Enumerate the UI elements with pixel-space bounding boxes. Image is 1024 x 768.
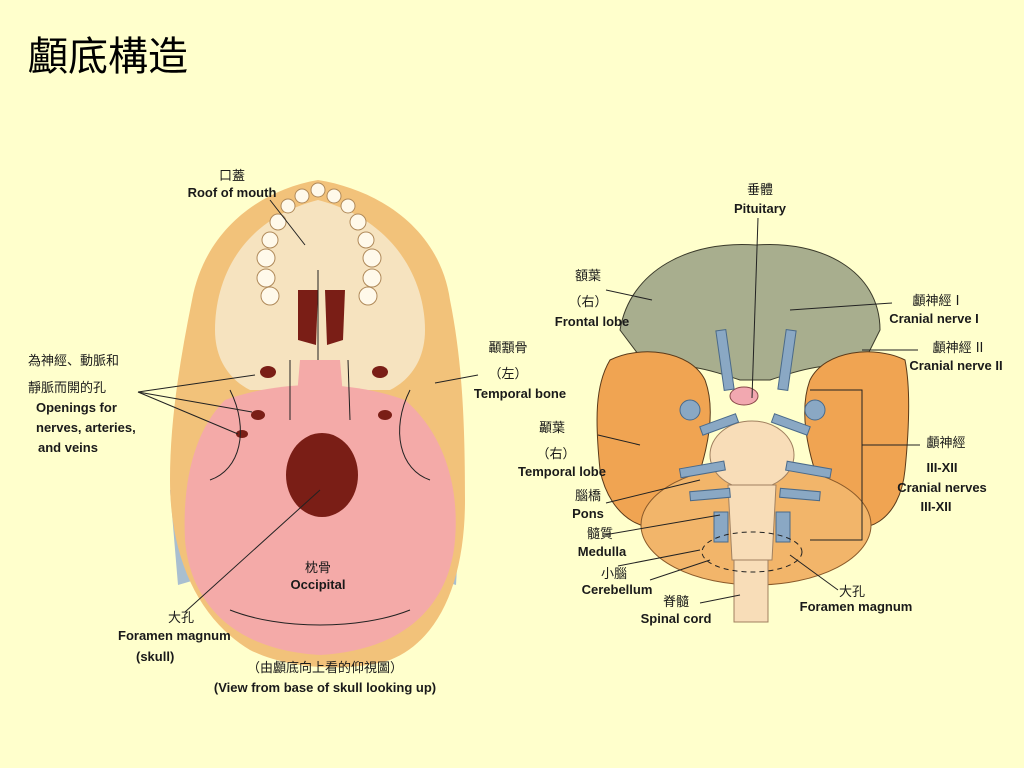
brain-illustration [596, 243, 910, 623]
cn1-label: Cranial nerve I [889, 311, 979, 326]
temporal-bone-label: Temporal bone [474, 386, 566, 401]
cn2-zh: 顱神經 II [933, 341, 984, 356]
frontal-lobe-side: （右） [568, 295, 607, 310]
cn1-zh: 顱神經 I [913, 294, 960, 309]
pituitary-label: Pituitary [734, 201, 787, 216]
occipital-label: Occipital [291, 577, 346, 592]
medulla-label: Medulla [578, 544, 627, 559]
spinal-cord-zh: 脊髓 [663, 595, 689, 610]
spinal-cord-label: Spinal cord [641, 611, 712, 626]
skull-leader-lines [137, 199, 479, 613]
occipital-zh: 枕骨 [305, 561, 331, 576]
cn3-label-1: Cranial nerves [897, 480, 987, 495]
medulla-zh: 髓質 [587, 527, 613, 542]
cerebellum-label: Cerebellum [582, 582, 653, 597]
skull-foramen-note: (skull) [136, 649, 174, 664]
frontal-lobe-label: Frontal lobe [555, 314, 629, 329]
slide-title: 顱底構造 [28, 34, 188, 80]
cn3-label-2: III-XII [920, 499, 951, 514]
roof-label: Roof of mouth [188, 185, 277, 200]
cn3-range: III-XII [926, 460, 957, 475]
temporal-bone-side: （左） [488, 367, 527, 382]
caption-label: (View from base of skull looking up) [214, 680, 436, 695]
roof-zh: 口蓋 [219, 169, 245, 184]
brain-leader-lines [597, 217, 920, 604]
temporal-lobe-side: （右） [536, 447, 575, 462]
brain-foramen-zh: 大孔 [839, 585, 865, 600]
temporal-bone-zh: 顳顬骨 [488, 341, 527, 356]
openings-label-2: nerves, arteries, [36, 420, 136, 435]
temporal-lobe-zh: 顳葉 [539, 421, 565, 436]
cn2-label: Cranial nerve II [909, 358, 1002, 373]
skull-illustration [170, 180, 465, 668]
skull-foramen-zh: 大孔 [168, 611, 194, 626]
skull-foramen-label: Foramen magnum [118, 628, 231, 643]
caption-zh: （由顱底向上看的仰視圖） [247, 660, 403, 676]
temporal-lobe-label: Temporal lobe [518, 464, 606, 479]
pituitary-zh: 垂體 [747, 183, 773, 198]
openings-label-3: and veins [38, 440, 98, 455]
openings-zh-2: 靜脈而開的孔 [28, 380, 106, 396]
brain-foramen-label: Foramen magnum [800, 599, 913, 614]
frontal-lobe-zh: 額葉 [575, 269, 601, 284]
pons-zh: 腦橋 [575, 489, 601, 504]
pons-label: Pons [572, 506, 604, 521]
openings-label-1: Openings for [36, 400, 117, 415]
cn3-zh: 顱神經 [926, 436, 965, 451]
cerebellum-zh: 小腦 [601, 567, 627, 582]
openings-zh-1: 為神經、動脈和 [28, 353, 119, 369]
